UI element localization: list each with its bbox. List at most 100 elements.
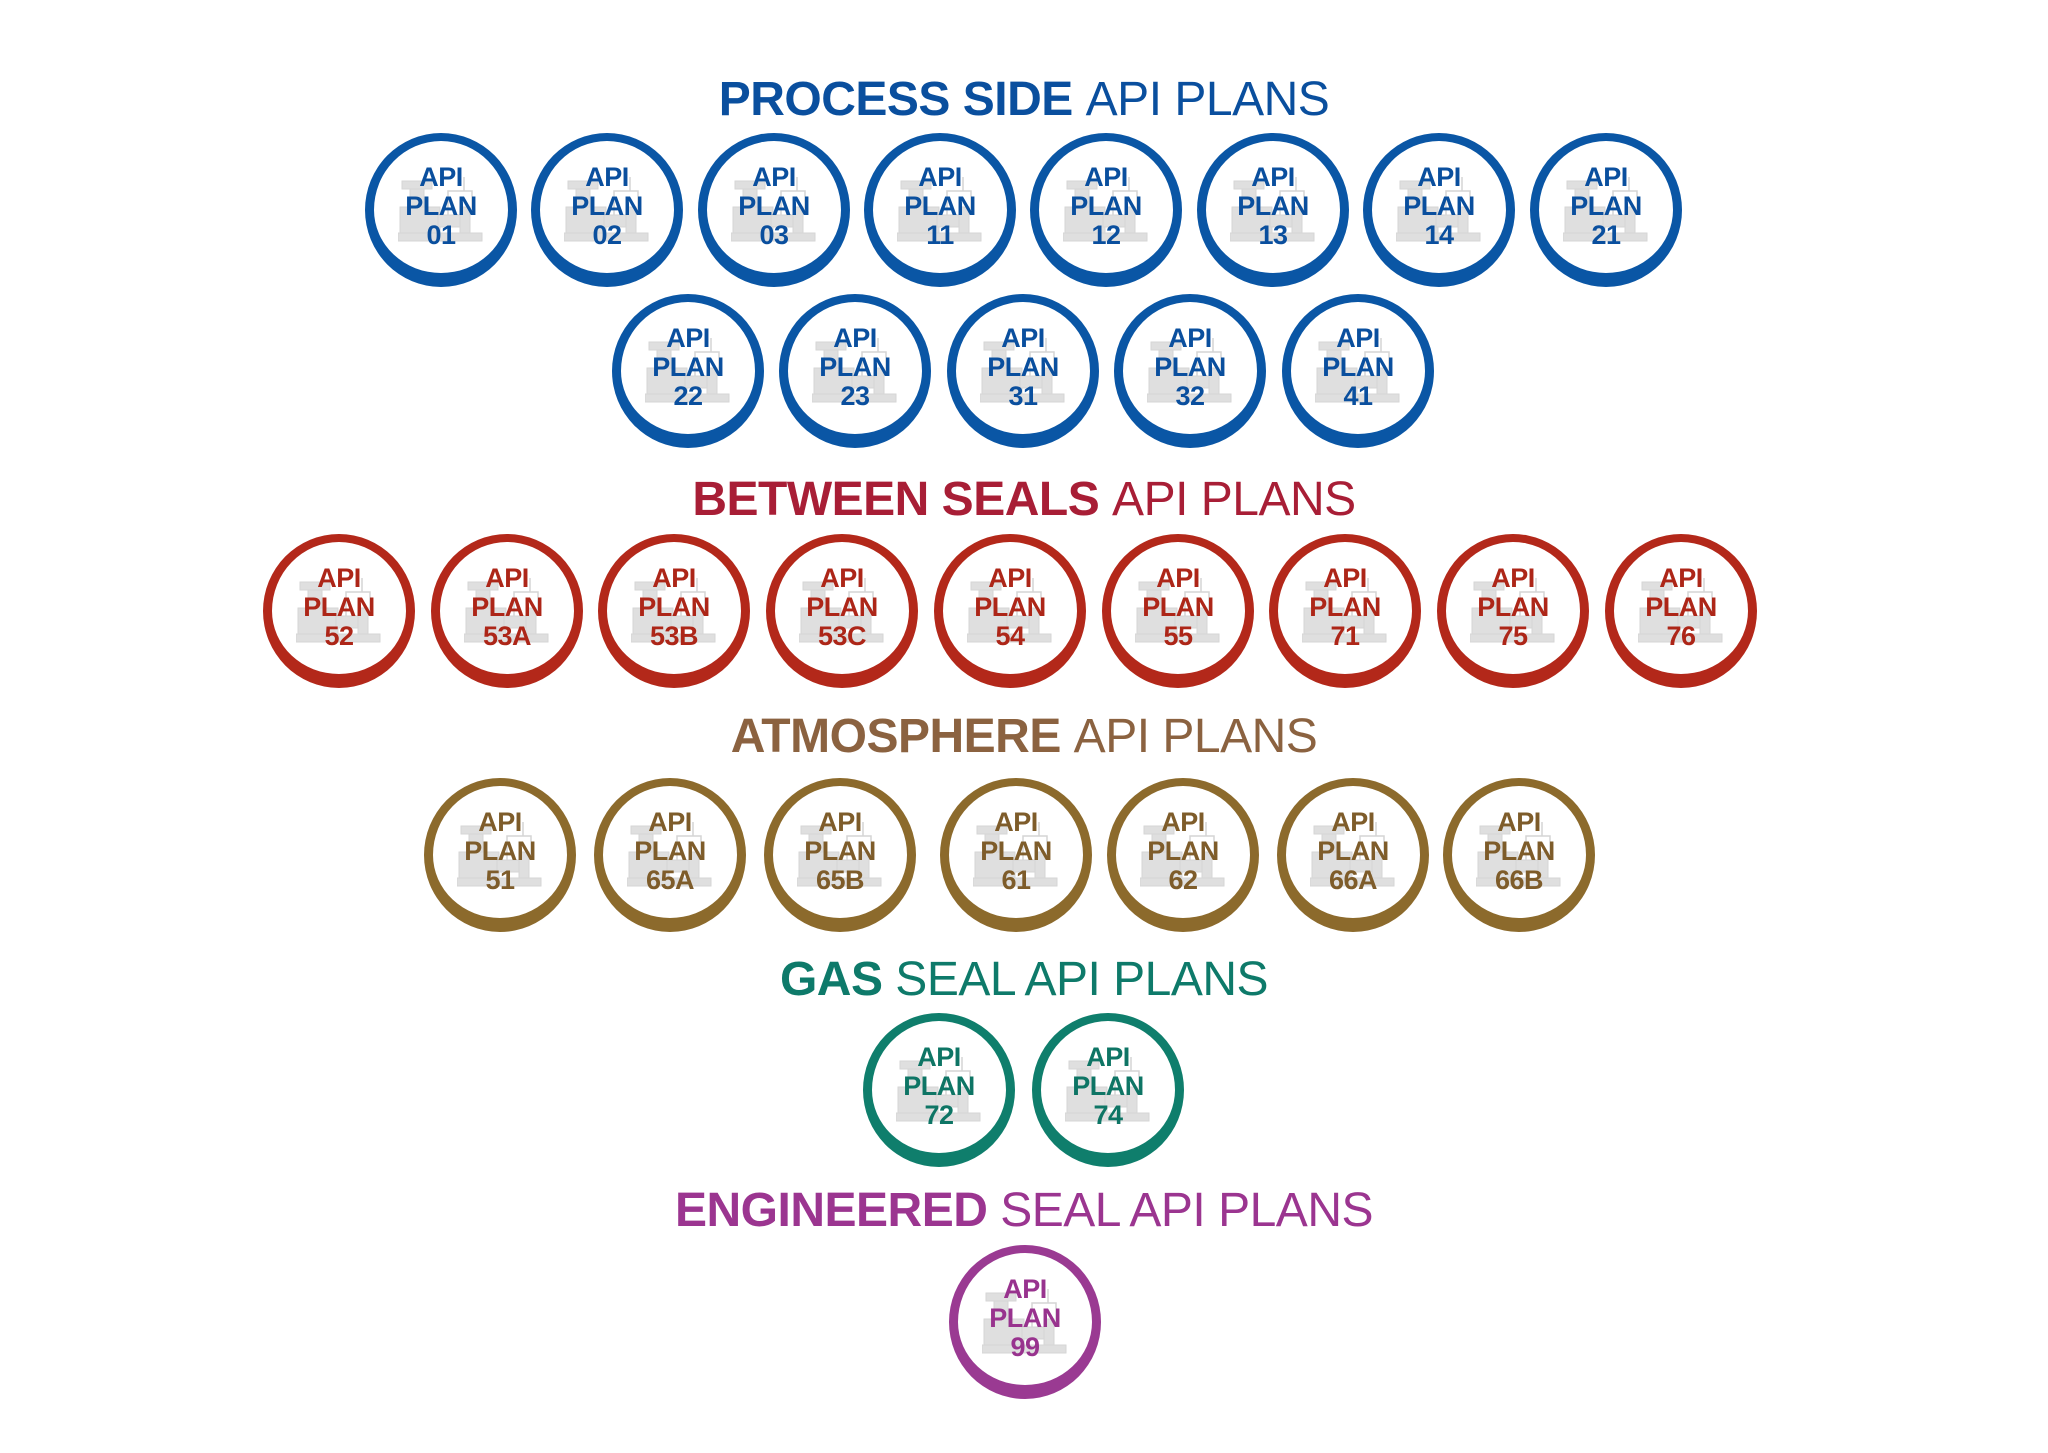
plan-label-api: API [1331,807,1375,837]
api-plan-14[interactable]: API PLAN 14 [1363,133,1515,287]
plan-label-api: API [485,563,529,593]
plan-label: API PLAN 99 [958,1275,1092,1362]
api-plan-23[interactable]: API PLAN 23 [779,294,931,448]
section-heading-between-seals: BETWEEN SEALS API PLANS [0,476,2048,524]
plan-number: 02 [592,220,622,250]
plan-number: 65A [645,865,695,895]
plan-number: 13 [1258,220,1288,250]
api-plan-66b[interactable]: API PLAN 66B [1443,778,1595,932]
api-plan-11[interactable]: API PLAN 11 [864,133,1016,287]
plan-label: API PLAN 76 [1614,564,1748,651]
pump-schematic-icon [1310,822,1395,887]
plan-label-api: API [1417,162,1461,192]
api-plan-32[interactable]: API PLAN 32 [1114,294,1266,448]
pump-schematic-icon [812,338,897,403]
api-plan-12[interactable]: API PLAN 12 [1030,133,1182,287]
api-plan-62[interactable]: API PLAN 62 [1107,778,1259,932]
api-plan-53c[interactable]: API PLAN 53C [766,534,918,688]
plan-label-plan: PLAN [1154,352,1226,382]
plan-label-api: API [1086,1042,1130,1072]
plan-number: 71 [1330,621,1360,651]
api-plan-75[interactable]: API PLAN 75 [1437,534,1589,688]
section-heading-gas-seal: GAS SEAL API PLANS [0,956,2048,1004]
api-plan-02[interactable]: API PLAN 02 [531,133,683,287]
heading-bold-part: GAS [779,953,896,1006]
plan-number: 12 [1091,220,1121,250]
api-plan-51[interactable]: API PLAN 51 [424,778,576,932]
pump-schematic-icon [1476,822,1561,887]
plan-label-api: API [1497,807,1541,837]
plan-number: 66B [1494,865,1544,895]
api-plan-99[interactable]: API PLAN 99 [949,1245,1101,1399]
api-plan-76[interactable]: API PLAN 76 [1605,534,1757,688]
pump-schematic-icon [980,338,1065,403]
pump-schematic-icon [1147,338,1232,403]
pump-schematic-icon [973,822,1058,887]
api-plan-01[interactable]: API PLAN 01 [365,133,517,287]
plan-label-plan: PLAN [819,352,891,382]
pump-schematic-icon [896,1057,981,1122]
plan-label-api: API [1168,323,1212,353]
plan-number: 53C [817,621,867,651]
plan-label: API PLAN 55 [1111,564,1245,651]
pump-schematic-icon [398,177,483,242]
api-plan-66a[interactable]: API PLAN 66A [1277,778,1429,932]
section-heading-process-side: PROCESS SIDE API PLANS [0,76,2048,124]
pump-schematic-icon [564,177,649,242]
plan-number: 14 [1424,220,1454,250]
api-plan-65a[interactable]: API PLAN 65A [594,778,746,932]
plan-number: 22 [673,381,703,411]
plan-number: 21 [1591,220,1621,250]
heading-light-part: SEAL API PLANS [895,953,1269,1006]
api-plan-53b[interactable]: API PLAN 53B [598,534,750,688]
api-plan-22[interactable]: API PLAN 22 [612,294,764,448]
pump-schematic-icon [1638,578,1723,643]
plan-label: API PLAN 31 [956,324,1090,411]
api-plan-65b[interactable]: API PLAN 65B [764,778,916,932]
api-plan-52[interactable]: API PLAN 52 [263,534,415,688]
plan-label-plan: PLAN [804,836,876,866]
api-plan-72[interactable]: API PLAN 72 [863,1013,1015,1167]
plan-label-api: API [994,807,1038,837]
api-plan-71[interactable]: API PLAN 71 [1269,534,1421,688]
plan-label: API PLAN 62 [1116,808,1250,895]
plan-label: API PLAN 61 [949,808,1083,895]
plan-label: API PLAN 71 [1278,564,1412,651]
pump-schematic-icon [797,822,882,887]
plan-label-api: API [1003,1274,1047,1304]
plan-label-plan: PLAN [738,191,810,221]
pump-schematic-icon [1140,822,1225,887]
plan-label-plan: PLAN [989,1303,1061,1333]
api-plan-31[interactable]: API PLAN 31 [947,294,1099,448]
plan-label: API PLAN 53B [607,564,741,651]
api-plan-55[interactable]: API PLAN 55 [1102,534,1254,688]
api-plan-61[interactable]: API PLAN 61 [940,778,1092,932]
plan-label: API PLAN 12 [1039,163,1173,250]
pump-schematic-icon [1302,578,1387,643]
plan-label-api: API [1491,563,1535,593]
pump-schematic-icon [731,177,816,242]
plan-label: API PLAN 65B [773,808,907,895]
plan-label-plan: PLAN [1070,191,1142,221]
plan-number: 99 [1010,1332,1040,1362]
heading-light-part: API PLANS [1085,73,1330,126]
pump-schematic-icon [1065,1057,1150,1122]
pump-schematic-icon [1563,177,1648,242]
plan-number: 01 [426,220,456,250]
plan-label: API PLAN 66B [1452,808,1586,895]
plan-label-api: API [317,563,361,593]
plan-label-api: API [419,162,463,192]
plan-label: API PLAN 72 [872,1043,1006,1130]
api-plan-41[interactable]: API PLAN 41 [1282,294,1434,448]
api-plan-54[interactable]: API PLAN 54 [934,534,1086,688]
api-plan-13[interactable]: API PLAN 13 [1197,133,1349,287]
plan-label-api: API [648,807,692,837]
plan-label-api: API [585,162,629,192]
api-plan-53a[interactable]: API PLAN 53A [431,534,583,688]
api-plan-74[interactable]: API PLAN 74 [1032,1013,1184,1167]
api-plan-03[interactable]: API PLAN 03 [698,133,850,287]
plan-label: API PLAN 21 [1539,163,1673,250]
plan-label-api: API [652,563,696,593]
api-plan-21[interactable]: API PLAN 21 [1530,133,1682,287]
pump-schematic-icon [897,177,982,242]
